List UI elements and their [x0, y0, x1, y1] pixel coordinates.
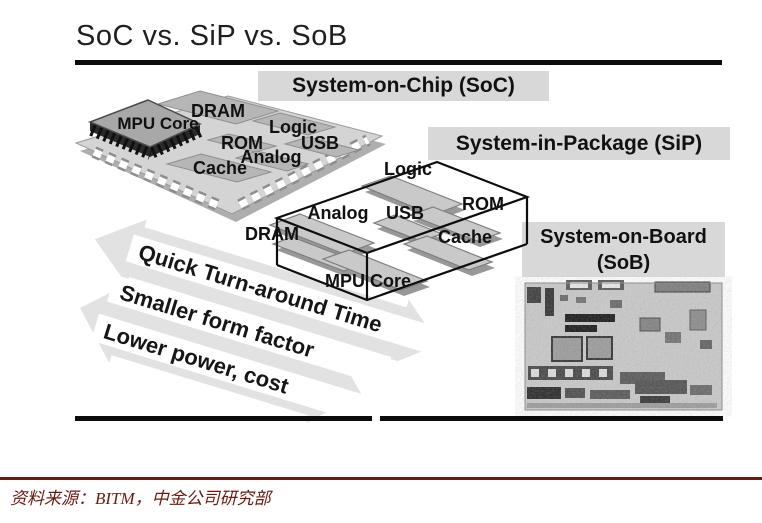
sob-board-photo: [524, 280, 723, 411]
sip-label-usb: USB: [386, 203, 424, 223]
sip-illustration: Logic Analog USB ROM DRAM Cache MPU Core: [245, 159, 531, 302]
soc-section-label-text: System-on-Chip (SoC): [292, 74, 515, 97]
benefit-arrows: Quick Turn-around Time Smaller form fact…: [80, 219, 498, 429]
sip-die-tops: [268, 175, 502, 291]
soc-label-mpu-core: MPU Core: [117, 114, 198, 133]
mpu-chip-pins-right: [149, 124, 204, 158]
soc-label-rom: ROM: [221, 133, 263, 153]
sob-section-label-line2: (SoB): [596, 252, 651, 274]
soc-label-analog: Analog: [241, 147, 302, 167]
pcb-photo-grain: [525, 283, 722, 410]
soc-blocks: [156, 90, 361, 183]
soc-chip-illustration: DRAM MPU Core Logic ROM USB Analog Cache: [74, 90, 386, 222]
page-title: SoC vs. SiP vs. SoB: [76, 20, 348, 52]
sob-section-label: System-on-Board (SoB): [522, 222, 725, 277]
sip-label-dram: DRAM: [245, 224, 299, 244]
sip-label-logic: Logic: [384, 159, 432, 179]
sob-section-label-line1: System-on-Board: [540, 226, 707, 248]
soc-label-logic: Logic: [269, 117, 317, 137]
sip-wireframe-box: [273, 160, 531, 302]
source-note: 资料来源：BITM，中金公司研究部: [10, 489, 271, 508]
source-divider: [0, 477, 762, 480]
title-underline: [75, 60, 722, 65]
soc-section-label: System-on-Chip (SoC): [258, 71, 549, 101]
soc-block-dram: [156, 90, 280, 125]
soc-label-dram: DRAM: [191, 101, 245, 121]
soc-block-usb: [283, 136, 361, 158]
mpu-chip-top: [87, 99, 202, 148]
sip-section-label-text: System-in-Package (SiP): [455, 132, 703, 155]
sip-label-cache: Cache: [438, 227, 492, 247]
arrow-text-strip-3: [90, 313, 387, 429]
soc-block-cache: [165, 153, 273, 183]
sip-label-mpu-core: MPU Core: [325, 271, 411, 291]
soc-label-usb: USB: [301, 133, 339, 153]
pcb-photo-border: [524, 282, 723, 411]
arrow-text-strip-2: [107, 274, 431, 399]
sip-label-rom: ROM: [462, 194, 504, 214]
soc-mpu-chip: [87, 99, 204, 160]
soc-label-cache: Cache: [193, 158, 247, 178]
arrow-text-strip-1: [125, 234, 498, 373]
soc-block-logic: [251, 112, 337, 136]
sip-die-cache: [402, 235, 494, 271]
bottom-rule-right: [380, 416, 723, 421]
sip-die-rom: [408, 206, 502, 242]
sip-die-mpu: [321, 249, 429, 291]
sip-label-analog: Analog: [308, 203, 369, 223]
sip-section-label: System-in-Package (SiP): [428, 127, 730, 160]
soc-block-analog: [234, 150, 310, 172]
bottom-rule-left: [75, 416, 372, 421]
